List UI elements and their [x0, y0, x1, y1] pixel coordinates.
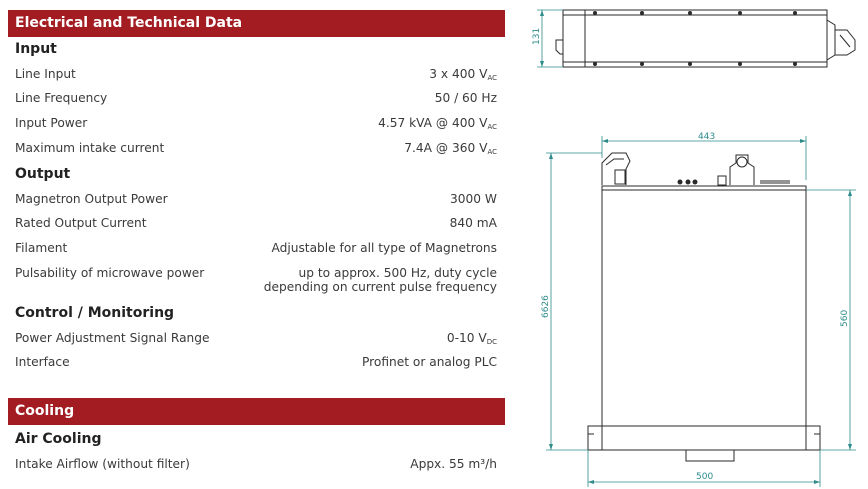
dim-side-height: 131 [532, 28, 542, 45]
magnetron-output-power-label: Magnetron Output Power [15, 192, 168, 206]
air-cooling-title: Air Cooling [15, 431, 102, 447]
top-view [587, 152, 821, 462]
dim-depth-total: 6626 [541, 295, 551, 318]
intake-airflow-label: Intake Airflow (without filter) [15, 457, 190, 471]
control-group-title: Control / Monitoring [15, 305, 175, 321]
filament-label: Filament [15, 241, 68, 255]
input-power-value: 4.57 kVA @ 400 VAC [378, 116, 497, 131]
line-frequency-value: 50 / 60 Hz [434, 91, 497, 105]
electrical-section-header: Electrical and Technical Data [8, 10, 505, 37]
interface-value: Profinet or analog PLC [362, 355, 497, 369]
max-intake-current-value: 7.4A @ 360 VAC [404, 141, 497, 156]
line-frequency-label: Line Frequency [15, 91, 108, 105]
output-group-title: Output [15, 166, 71, 182]
cooling-section-header: Cooling [8, 398, 505, 425]
rated-output-current-value: 840 mA [449, 216, 497, 230]
dim-width-bottom: 500 [696, 472, 713, 482]
line-input-label: Line Input [15, 67, 76, 81]
technical-drawing: 131 443 6626 560 500 [532, 9, 856, 487]
max-intake-current-label: Maximum intake current [15, 141, 165, 155]
pulsability-value-line1: up to approx. 500 Hz, duty cycle [298, 266, 497, 280]
pulsability-value-line2: depending on current pulse frequency [263, 280, 497, 294]
rated-output-current-label: Rated Output Current [15, 216, 147, 230]
power-adjustment-value: 0-10 VDC [446, 331, 497, 346]
dim-depth-body: 560 [840, 310, 850, 327]
interface-label: Interface [15, 355, 70, 369]
intake-airflow-value: Appx. 55 m³/h [410, 457, 497, 471]
side-view [555, 9, 856, 68]
pulsability-label: Pulsability of microwave power [15, 266, 205, 280]
filament-value: Adjustable for all type of Magnetrons [271, 241, 497, 255]
input-group-title: Input [15, 41, 57, 57]
line-input-value: 3 x 400 VAC [429, 67, 497, 82]
dim-width-top: 443 [698, 132, 715, 142]
power-adjustment-label: Power Adjustment Signal Range [15, 331, 210, 345]
dimension-lines [537, 9, 856, 487]
magnetron-output-power-value: 3000 W [450, 192, 497, 206]
input-power-label: Input Power [15, 116, 88, 130]
